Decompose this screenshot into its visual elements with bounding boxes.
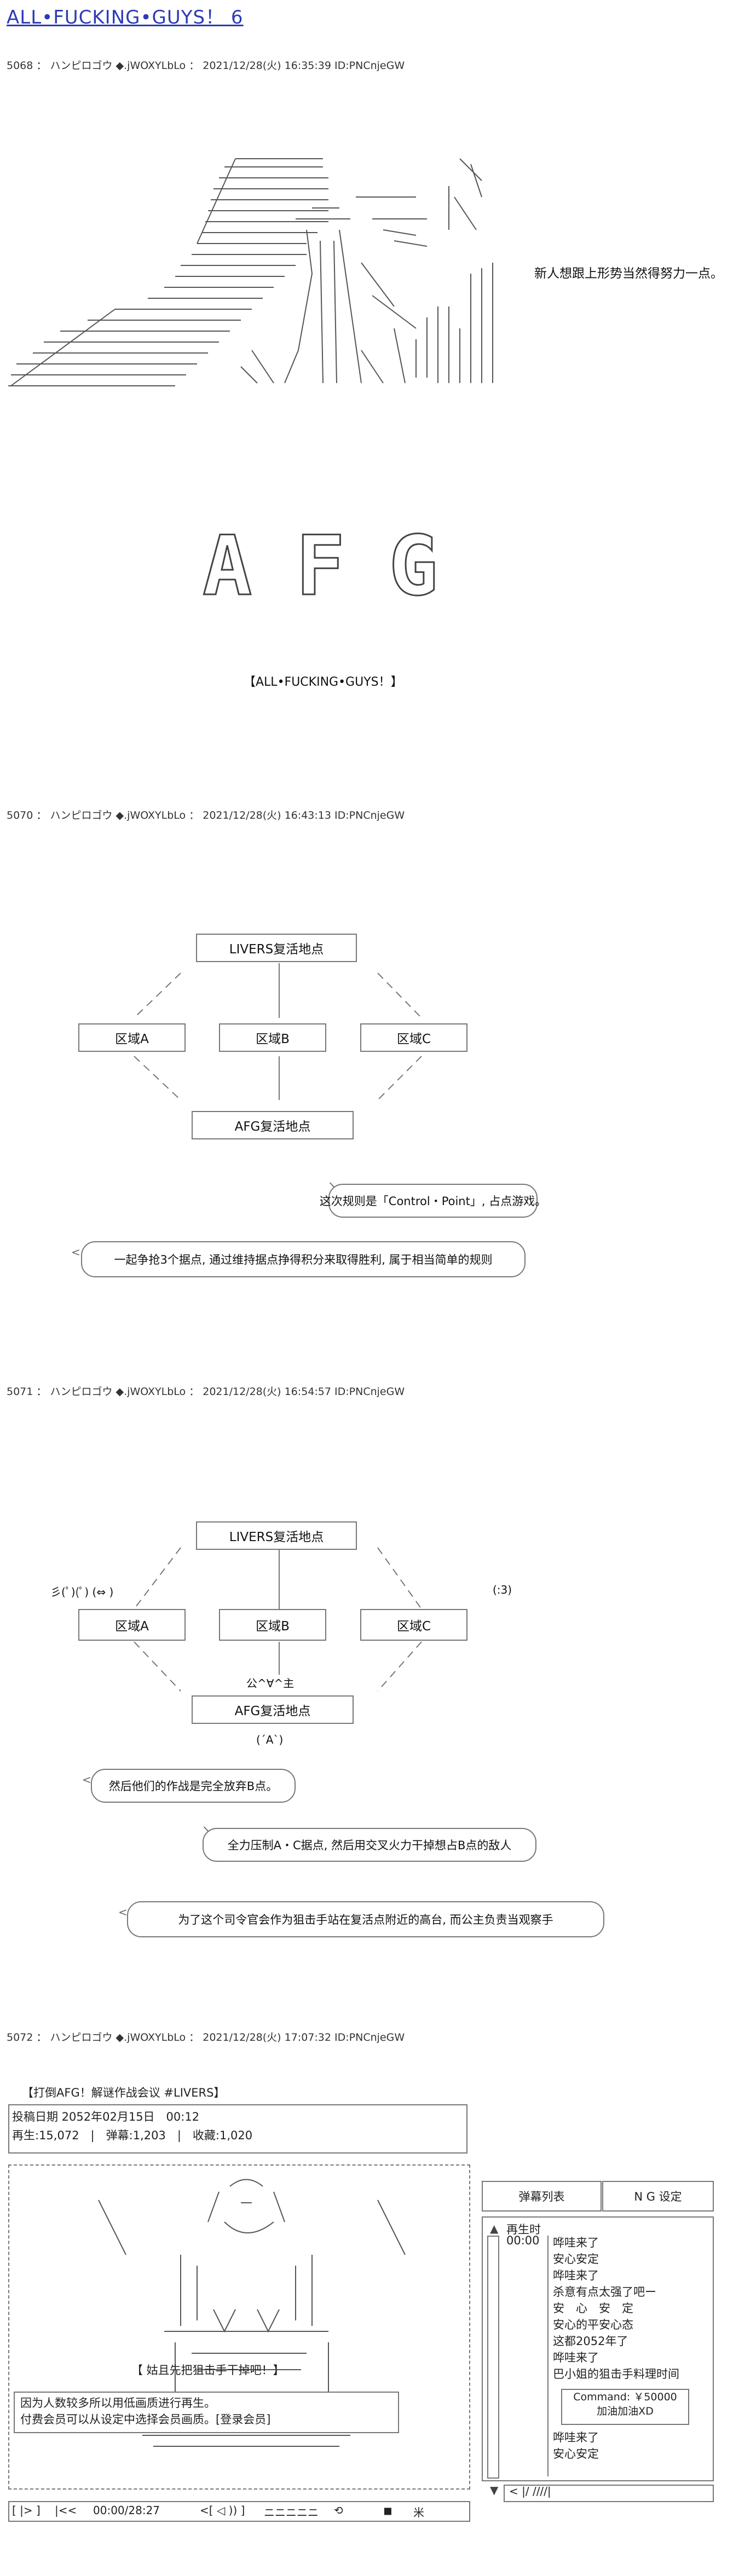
zone-b-box: 区域B xyxy=(219,1609,326,1641)
comment-scroll-track xyxy=(504,2485,714,2502)
post-author-name: ハンピロゴウ xyxy=(50,60,113,72)
comment-row[interactable]: 哗哇来了 xyxy=(553,2351,599,2364)
afg-spawn-box: AFG复活地点 xyxy=(192,1695,354,1724)
afg-spawn-box: AFG复活地点 xyxy=(192,1111,354,1139)
quality-notice: 因为人数较多所以用低画质进行再生。 付费会员可以从设定中选择会员画质。[登录会员… xyxy=(14,2392,399,2433)
post-datetime: 2021/12/28(火) 16:43:13 xyxy=(203,809,331,821)
video-title[interactable]: 【打倒AFG！解谜作战会议 #LIVERS】 xyxy=(22,2086,226,2099)
post-number: 5068 xyxy=(7,60,33,72)
comment-row[interactable]: 这都2052年了 xyxy=(553,2335,628,2348)
command-text: 加油加油XD xyxy=(597,2405,654,2417)
video-stats: 再生:15,072 | 弹幕:1,203 | 收藏:1,020 xyxy=(12,2129,253,2142)
face-center: 公^∀^主 xyxy=(246,1677,295,1690)
post-trip: ◆.jWOXYLbLo xyxy=(116,1386,186,1398)
comment-scrollbar[interactable] xyxy=(487,2236,499,2479)
volume-control[interactable]: <[ ◁ )) ] xyxy=(200,2504,245,2517)
page-title[interactable]: ALL•FUCKING•GUYS！ 6 xyxy=(7,7,244,28)
post-id: ID:PNCnjeGW xyxy=(334,2031,405,2044)
comment-column-header: 再生时 xyxy=(506,2223,541,2236)
logo-letter-f: F xyxy=(295,519,345,614)
comment-row[interactable]: 哗哇来了 xyxy=(553,2269,599,2282)
quality-notice-line2[interactable]: 付费会员可以从设定中选择会员画质。[登录会员] xyxy=(20,2413,271,2426)
speech-bubble: ヽ 这次规则是「Control・Point」, 占点游戏。 xyxy=(320,1178,546,1218)
zone-a-box: 区域A xyxy=(78,1023,186,1052)
video-subtitle: 【 姑且先把狙击手干掉吧！】 xyxy=(131,2364,285,2377)
speech-bubble: < 一起争抢3个据点, 通过维持据点挣得积分来取得胜利, 属于相当简单的规则 xyxy=(71,1241,526,1277)
post-author-name: ハンピロゴウ xyxy=(50,1386,113,1398)
zone-a-box: 区域A xyxy=(78,1609,186,1641)
stop-icon[interactable]: ◼ xyxy=(383,2504,392,2517)
post-date: 投稿日期 2052年02月15日 00:12 xyxy=(12,2110,200,2123)
face-right: (:3) xyxy=(493,1583,512,1596)
video-screen[interactable] xyxy=(8,2164,470,2490)
zone-c-box: 区域C xyxy=(360,1023,467,1052)
logo-caption: 【ALL•FUCKING•GUYS！】 xyxy=(244,675,403,689)
command-comment: Command: ￥50000 加油加油XD xyxy=(561,2389,689,2425)
narration-note: 新人想跟上形势当然得努力一点。 xyxy=(534,267,723,281)
logo-letter-g: G xyxy=(388,519,438,614)
post-id: ID:PNCnjeGW xyxy=(334,809,405,821)
skip-back-button[interactable]: |<< xyxy=(55,2504,77,2517)
tab-comment-list[interactable]: 弹幕列表 xyxy=(482,2181,602,2212)
post-header-5068: 5068 ： ハンピロゴウ ◆.jWOXYLbLo ： 2021/12/28(火… xyxy=(7,60,405,72)
post-trip: ◆.jWOXYLbLo xyxy=(116,809,186,821)
zone-c-box: 区域C xyxy=(360,1609,467,1641)
play-button[interactable]: [ |> ] xyxy=(12,2504,41,2517)
comment-row[interactable]: 安心的平安心态 xyxy=(553,2318,633,2331)
post-trip: ◆.jWOXYLbLo xyxy=(116,2031,186,2044)
time-display: 00:00/28:27 xyxy=(93,2504,160,2517)
livers-spawn-box: LIVERS复活地点 xyxy=(196,1521,357,1550)
fullscreen-icon[interactable]: 米 xyxy=(413,2506,424,2519)
post-header-5070: 5070 ： ハンピロゴウ ◆.jWOXYLbLo ： 2021/12/28(火… xyxy=(7,809,405,821)
tab-ng-settings[interactable]: N G 设定 xyxy=(602,2181,714,2212)
post-datetime: 2021/12/28(火) 16:54:57 xyxy=(203,1386,331,1398)
post-header-5072: 5072 ： ハンピロゴウ ◆.jWOXYLbLo ： 2021/12/28(火… xyxy=(7,2031,405,2044)
comment-row[interactable]: 哗哇来了 xyxy=(553,2431,599,2444)
post-id: ID:PNCnjeGW xyxy=(334,1386,405,1398)
loop-icon[interactable]: ⟲ xyxy=(334,2504,343,2517)
post-number: 5072 xyxy=(7,2031,33,2044)
player-controls-bar xyxy=(8,2501,470,2522)
speech-bubble: ヽ 全力压制A・C据点, 然后用交叉火力干掉想占B点的敌人 xyxy=(200,1822,536,1862)
post-author-name: ハンピロゴウ xyxy=(50,809,113,821)
comment-row[interactable]: 安心安定 xyxy=(553,2447,599,2461)
comment-row[interactable]: 安 心 安 定 xyxy=(553,2302,633,2315)
face-below: (´A`) xyxy=(256,1733,284,1746)
zone-b-box: 区域B xyxy=(219,1023,326,1052)
comment-scroll-handle[interactable]: < |/ ////| xyxy=(509,2485,551,2498)
speech-bubble: < 为了这个司令官会作为狙击手站在复活点附近的高台, 而公主负责当观察手 xyxy=(118,1901,604,1937)
post-datetime: 2021/12/28(火) 17:07:32 xyxy=(203,2031,331,2044)
comment-row[interactable]: 哗哇来了 xyxy=(553,2236,599,2249)
seek-bar[interactable]: ニニニニニ xyxy=(264,2506,319,2519)
post-number: 5070 xyxy=(7,809,33,821)
afg-logo: A F G xyxy=(197,520,482,629)
scroll-up-icon[interactable]: ▲ xyxy=(490,2222,499,2235)
command-label: Command: ￥50000 xyxy=(573,2391,677,2403)
comment-row[interactable]: 巴小姐的狙击手料理时间 xyxy=(553,2367,679,2381)
post-trip: ◆.jWOXYLbLo xyxy=(116,60,186,72)
speech-bubble: < 然后他们的作战是完全放弃B点。 xyxy=(82,1769,296,1803)
video-info-panel xyxy=(8,2104,467,2154)
ascii-art-building-scene xyxy=(8,158,493,386)
scroll-down-icon[interactable]: ▼ xyxy=(490,2484,499,2497)
comment-list-panel xyxy=(482,2216,714,2481)
post-datetime: 2021/12/28(火) 16:35:39 xyxy=(203,60,331,72)
face-left: 彡(ﾟ)(ﾟ) (⇔ ) xyxy=(50,1585,114,1599)
comment-column-divider xyxy=(547,2236,549,2476)
comment-row[interactable]: 杀意有点太强了吧ー xyxy=(553,2285,656,2299)
post-author-name: ハンピロゴウ xyxy=(50,2031,113,2044)
quality-notice-line1: 因为人数较多所以用低画质进行再生。 xyxy=(20,2396,216,2410)
comment-row[interactable]: 安心安定 xyxy=(553,2253,599,2266)
livers-spawn-box: LIVERS复活地点 xyxy=(196,934,357,962)
post-header-5071: 5071 ： ハンピロゴウ ◆.jWOXYLbLo ： 2021/12/28(火… xyxy=(7,1386,405,1398)
post-id: ID:PNCnjeGW xyxy=(334,60,405,72)
post-number: 5071 xyxy=(7,1386,33,1398)
logo-letter-a: A xyxy=(201,519,252,614)
comment-time: 00:00 xyxy=(506,2234,540,2247)
